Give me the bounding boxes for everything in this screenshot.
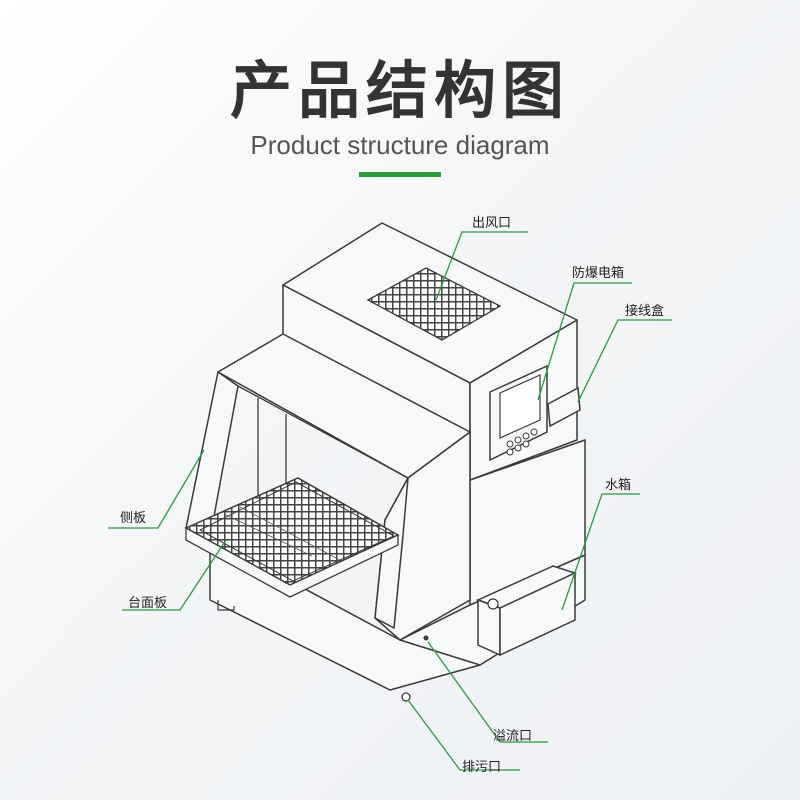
- leader-overflow: [427, 641, 548, 743]
- leader-explosion-box: [537, 282, 632, 401]
- overflow-port: [423, 635, 429, 641]
- label-table-top: 台面板: [128, 596, 168, 611]
- page-subtitle: Product structure diagram: [250, 130, 550, 160]
- page-title: 产品结构图: [229, 54, 570, 127]
- leader-water-tank: [561, 493, 640, 611]
- title-accent-bar: [359, 172, 441, 177]
- label-side-panel: 侧板: [120, 511, 147, 526]
- explosion-proof-box: [489, 364, 548, 462]
- leader-drain: [407, 699, 520, 771]
- drain-port: [401, 692, 411, 702]
- side-panel-right: [374, 477, 409, 629]
- leader-junction-box: [577, 319, 672, 403]
- leader-table-top: [122, 539, 227, 611]
- label-overflow-port: 溢流口: [493, 729, 533, 744]
- label-explosion-proof-box: 防爆电箱: [572, 266, 625, 281]
- label-drain-port: 排污口: [462, 760, 502, 775]
- table-top-edge: [185, 526, 399, 598]
- leader-outlet: [435, 231, 528, 301]
- leader-side-panel: [108, 449, 205, 529]
- label-junction-box: 接线盒: [625, 304, 665, 319]
- label-outlet: 出风口: [472, 216, 512, 231]
- junction-box: [547, 386, 581, 428]
- outlet-grate: [366, 267, 502, 341]
- label-water-tank: 水箱: [605, 478, 632, 493]
- water-tank: [476, 565, 578, 657]
